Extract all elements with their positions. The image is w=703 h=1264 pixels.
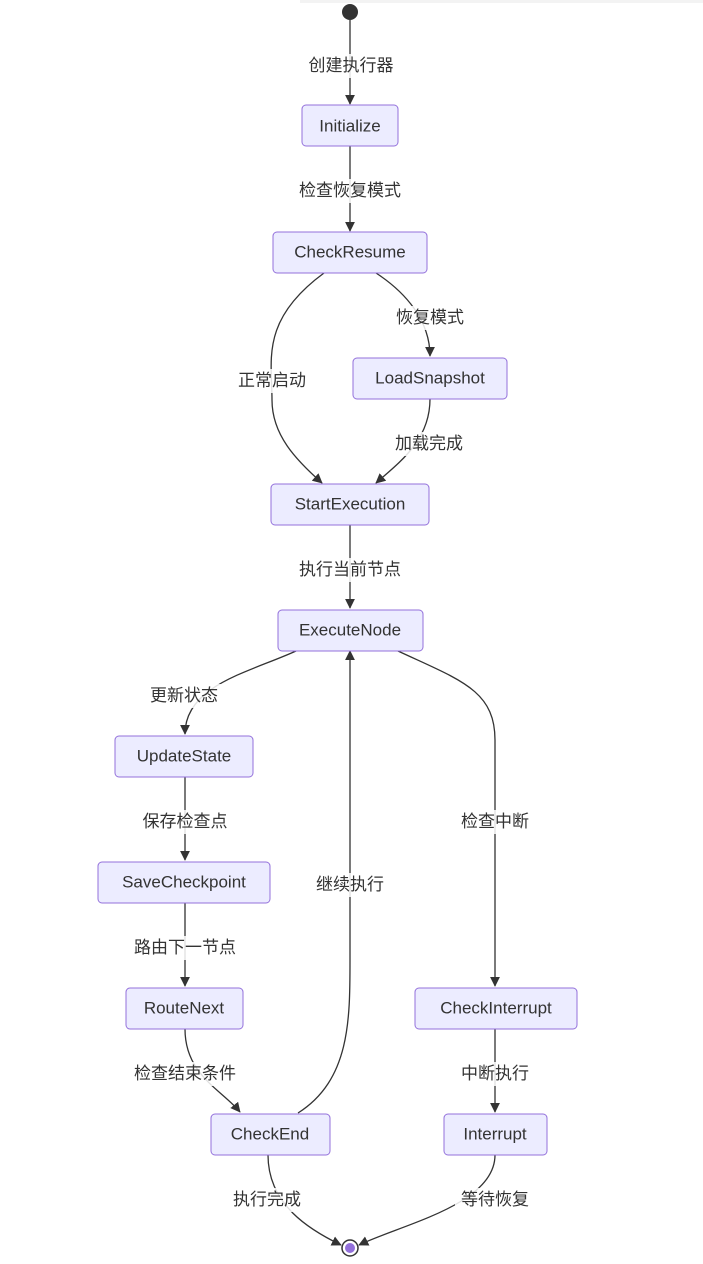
- state-label: CheckEnd: [231, 1125, 309, 1144]
- edge-executenode-checkinterrupt: [397, 650, 500, 987]
- edge-label-text: 检查中断: [461, 812, 529, 832]
- edge-label-text: 保存检查点: [143, 812, 228, 832]
- state-save-checkpoint[interactable]: SaveCheckpoint: [97, 861, 271, 904]
- edge-checkend-executenode: [297, 650, 355, 1114]
- state-start-execution[interactable]: StartExecution: [270, 483, 430, 526]
- edge-label-check-end-condition: 检查结束条件: [124, 1062, 246, 1086]
- edge-label-text: 执行完成: [233, 1190, 301, 1210]
- edge-label-text: 检查结束条件: [134, 1064, 236, 1084]
- state-route-next[interactable]: RouteNext: [125, 987, 244, 1030]
- edge-label-text: 恢复模式: [396, 308, 464, 328]
- state-label: UpdateState: [137, 747, 232, 766]
- state-check-resume[interactable]: CheckResume: [272, 231, 428, 274]
- edge-label-check-interrupt: 检查中断: [455, 810, 535, 834]
- edge-checkend-end: [267, 1154, 342, 1246]
- edge-label-normal-start: 正常启动: [232, 369, 312, 393]
- edge-label-text: 路由下一节点: [134, 938, 236, 958]
- state-label: ExecuteNode: [299, 621, 401, 640]
- top-edge-shadow: [300, 0, 703, 3]
- edge-label-execute-current-node: 执行当前节点: [290, 558, 410, 582]
- state-label: CheckResume: [294, 243, 406, 262]
- edge-labels: 创建执行器 检查恢复模式 恢复模式 正常启动 加载完成 执行当前节点 更新状态: [124, 54, 535, 1212]
- state-initialize[interactable]: Initialize: [301, 104, 399, 147]
- end-state-inner-dot: [345, 1243, 355, 1253]
- state-label: RouteNext: [144, 999, 225, 1018]
- edge-interrupt-end: [358, 1154, 496, 1246]
- state-label: SaveCheckpoint: [122, 873, 246, 892]
- edge-label-text: 执行当前节点: [299, 560, 401, 580]
- state-label: CheckInterrupt: [440, 999, 552, 1018]
- edge-label-load-complete: 加载完成: [389, 432, 469, 456]
- edge-label-text: 等待恢复: [461, 1190, 529, 1210]
- edge-label-text: 检查恢复模式: [299, 181, 401, 201]
- state-update-state[interactable]: UpdateState: [114, 735, 254, 778]
- start-state-dot: [342, 4, 358, 20]
- edge-label-text: 创建执行器: [309, 56, 394, 76]
- state-label: Initialize: [319, 117, 380, 136]
- state-check-interrupt[interactable]: CheckInterrupt: [414, 987, 578, 1030]
- edge-checkresume-startexecution: [270, 272, 325, 484]
- edge-label-text: 更新状态: [150, 686, 218, 706]
- edge-label-save-checkpoint: 保存检查点: [134, 810, 236, 834]
- edge-label-create-executor: 创建执行器: [300, 54, 402, 78]
- edge-label-text: 加载完成: [395, 434, 463, 454]
- state-label: Interrupt: [463, 1125, 527, 1144]
- edge-label-interrupt-execution: 中断执行: [455, 1062, 535, 1086]
- edge-label-wait-resume: 等待恢复: [455, 1188, 535, 1212]
- edge-label-text: 正常启动: [238, 371, 306, 391]
- edge-label-resume-mode: 恢复模式: [390, 306, 470, 330]
- state-interrupt[interactable]: Interrupt: [443, 1113, 548, 1156]
- state-label: StartExecution: [295, 495, 406, 514]
- edge-label-text: 中断执行: [461, 1064, 529, 1084]
- state-execute-node[interactable]: ExecuteNode: [277, 609, 424, 652]
- end-state: [341, 1239, 359, 1257]
- edge-label-check-resume-mode: 检查恢复模式: [290, 179, 410, 203]
- edge-label-execution-complete: 执行完成: [227, 1188, 307, 1212]
- edge-label-route-next-node: 路由下一节点: [124, 936, 246, 960]
- edge-label-continue-execution: 继续执行: [310, 873, 390, 897]
- edge-executenode-updatestate: [180, 650, 297, 735]
- state-load-snapshot[interactable]: LoadSnapshot: [352, 357, 508, 400]
- edge-label-text: 继续执行: [316, 875, 384, 895]
- edge-label-update-state: 更新状态: [144, 684, 224, 708]
- state-check-end[interactable]: CheckEnd: [210, 1113, 331, 1156]
- state-label: LoadSnapshot: [375, 369, 485, 388]
